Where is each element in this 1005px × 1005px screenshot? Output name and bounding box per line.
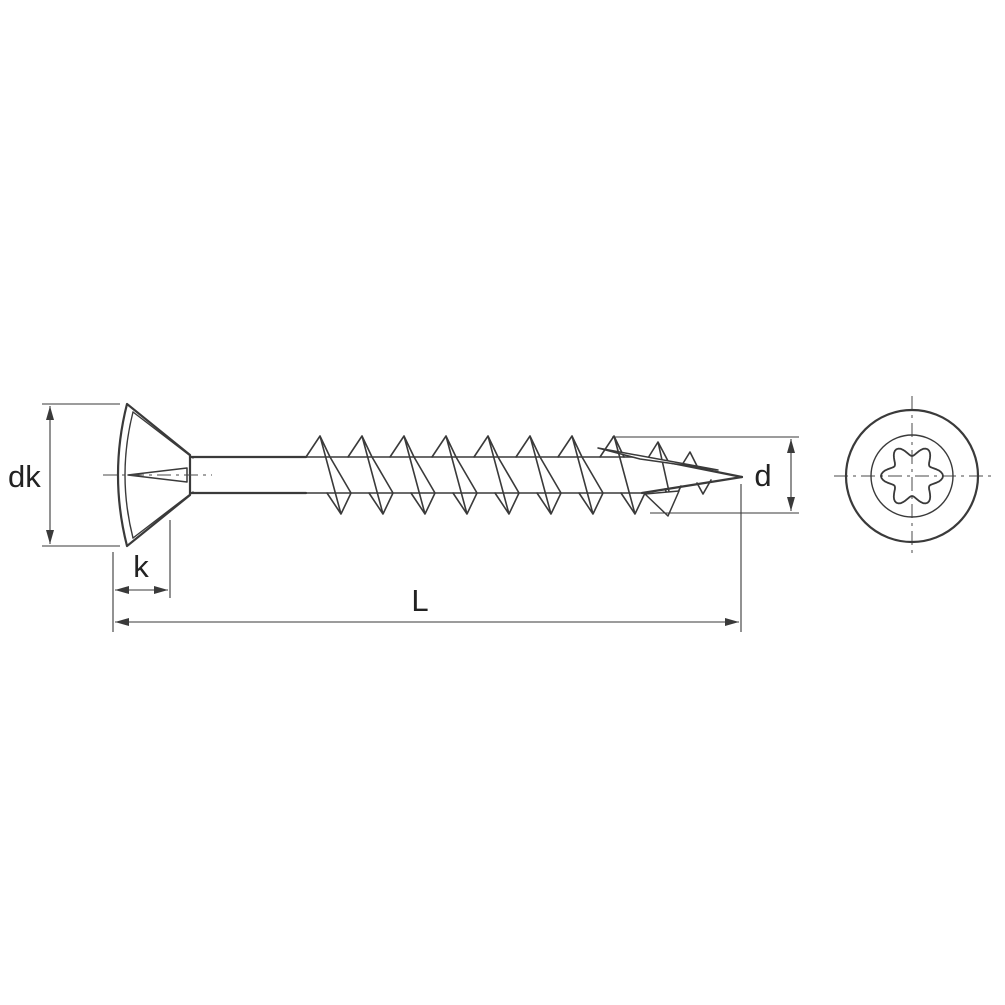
screw-tip [597, 441, 744, 517]
screw-side-view [103, 402, 744, 548]
dimension-k: k [112, 520, 171, 632]
label-k: k [133, 549, 149, 584]
head-outer-circle [844, 408, 980, 544]
cutting-flute-lower [644, 490, 680, 517]
label-L: L [411, 583, 428, 618]
dimension-dk: dk [8, 403, 120, 547]
recess-outer-circle [870, 434, 954, 518]
screw-shank [188, 455, 308, 495]
label-d: d [754, 458, 771, 493]
tip-taper-bottom [640, 475, 744, 495]
cutting-flute-upper [597, 447, 719, 471]
dimension-L: L [115, 484, 742, 632]
screw-head [116, 402, 194, 548]
label-dk: dk [8, 459, 41, 494]
screw-thread [305, 435, 646, 515]
head-inner-taper-bottom [132, 491, 194, 539]
head-inner-taper-top [132, 411, 194, 459]
torx-socket [880, 447, 944, 505]
head-outline [116, 402, 192, 548]
dimension-d: d [612, 436, 799, 514]
thread-teeth [305, 435, 646, 515]
screw-end-view [834, 396, 992, 556]
